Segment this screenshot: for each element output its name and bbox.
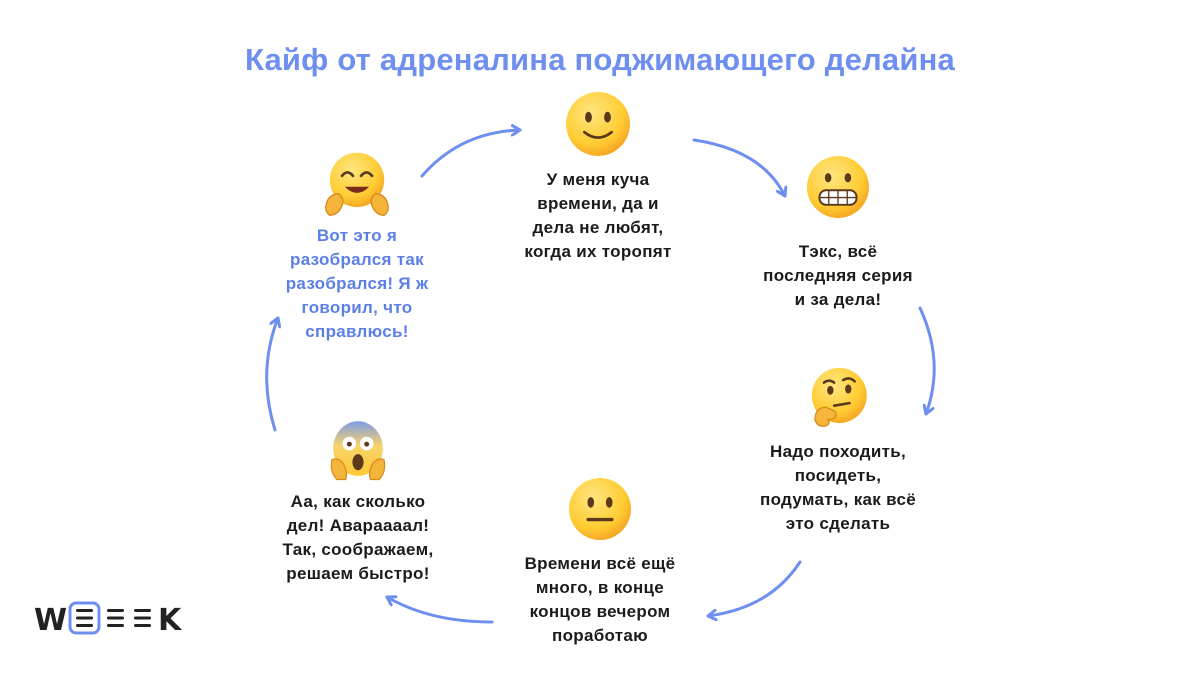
arrow-bottom-right <box>706 560 802 616</box>
arrow-bottom-left <box>385 597 494 624</box>
arrow-top <box>420 130 522 178</box>
step-caption-2: Тэкс, всё последняя серия и за дела! <box>763 242 913 309</box>
grimacing-face-icon <box>806 155 870 219</box>
step-node-4: Времени всё ещё много, в конце концов ве… <box>497 476 703 648</box>
neutral-face-icon <box>568 477 632 541</box>
step-node-2: Тэкс, всё последняя серия и за дела! <box>740 154 936 312</box>
step-node-1: У меня куча времени, да и дела не любят,… <box>500 90 696 264</box>
page-title: Кайф от адреналина поджимающего делайна <box>244 42 955 77</box>
step-caption-1: У меня куча времени, да и дела не любят,… <box>524 170 672 261</box>
step-node-3: Надо походить, посидеть, подумать, как в… <box>736 366 940 536</box>
hugging-face-icon <box>325 152 389 216</box>
arrow-right <box>918 306 936 416</box>
step-caption-5: Аа, как сколько дел! Авараааал! Так, соо… <box>282 492 434 583</box>
step-node-5: Аа, как сколько дел! Авараааал! Так, соо… <box>258 420 458 586</box>
thinking-face-icon <box>811 367 867 427</box>
step-caption-4: Времени всё ещё много, в конце концов ве… <box>524 554 676 645</box>
weeek-logo: W K <box>34 601 183 636</box>
svg-text:K: K <box>158 603 183 636</box>
screaming-face-icon <box>330 421 386 481</box>
arrow-left <box>265 316 278 432</box>
logo-eee-mark <box>68 601 151 635</box>
step-node-6: Вот это я разобрался так разобрался! Я ж… <box>262 150 452 344</box>
slightly-smiling-face-icon <box>566 92 630 156</box>
step-caption-6: Вот это я разобрался так разобрался! Я ж… <box>285 226 429 341</box>
svg-text:W: W <box>34 603 67 636</box>
arrow-top-right <box>692 138 785 198</box>
step-caption-3: Надо походить, посидеть, подумать, как в… <box>760 442 916 533</box>
